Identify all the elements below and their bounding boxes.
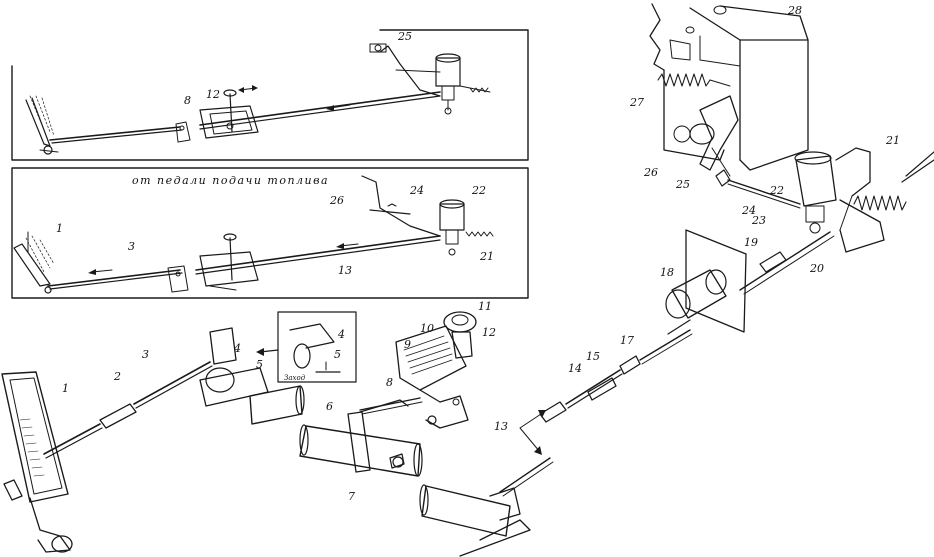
label-eng-28: 28 xyxy=(787,4,802,17)
control-lever-assembly xyxy=(359,311,477,429)
label-eng-25: 25 xyxy=(675,178,690,191)
accelerator-pedal xyxy=(1,371,73,553)
label-low-11: 11 xyxy=(478,300,492,313)
label-low-9: 9 xyxy=(404,338,411,351)
label-eng-26: 26 xyxy=(643,166,658,179)
label-top-25: 25 xyxy=(397,30,412,43)
label-low-6: 6 xyxy=(326,400,333,413)
label-eng-22: 22 xyxy=(769,184,784,197)
label-low-10: 10 xyxy=(420,322,434,335)
label-low-14: 14 xyxy=(568,362,582,375)
label-low-5: 5 xyxy=(256,358,263,371)
label-top-8: 8 xyxy=(184,94,191,107)
middle-inset-pump xyxy=(361,175,494,256)
label-mid-24: 24 xyxy=(409,184,424,197)
middle-inset-pedal xyxy=(13,231,55,294)
label-eng-21: 21 xyxy=(885,134,900,147)
label-eng-24: 24 xyxy=(741,204,756,217)
label-mid-26: 26 xyxy=(329,194,344,207)
label-mid-21: 21 xyxy=(479,250,494,263)
main-linkage: Заход 4 5 1 2 3 4 5 6 7 8 9 10 11 12 13 … xyxy=(1,229,747,557)
top-inset-lever-assembly xyxy=(175,85,259,143)
label-low-2: 2 xyxy=(113,370,121,383)
detail-inset: Заход 4 5 xyxy=(256,311,357,383)
label-eng-19: 19 xyxy=(744,236,758,249)
label-mid-13: 13 xyxy=(338,264,352,277)
top-inset-pedal xyxy=(25,95,59,155)
label-low-13: 13 xyxy=(494,420,508,433)
label-low-17: 17 xyxy=(620,334,634,347)
label-mid-3: 3 xyxy=(128,240,135,253)
label-det-5: 5 xyxy=(334,348,341,361)
label-low-1: 1 xyxy=(62,382,69,395)
top-inset: 8 12 25 xyxy=(11,29,529,161)
label-eng-18: 18 xyxy=(660,266,674,279)
label-eng-23: 23 xyxy=(751,214,766,227)
label-low-4: 4 xyxy=(233,342,241,355)
label-low-12: 12 xyxy=(482,326,496,339)
engine-assembly: 28 27 26 25 24 23 22 21 20 19 18 xyxy=(629,3,934,295)
middle-inset: от педали подачи топлива xyxy=(11,167,529,299)
top-inset-pump xyxy=(369,43,491,115)
label-mid-1: 1 xyxy=(56,222,63,235)
label-low-7: 7 xyxy=(348,490,355,503)
middle-inset-lever-assembly xyxy=(167,233,259,293)
label-eng-27: 27 xyxy=(629,96,644,109)
middle-inset-caption: от педали подачи топлива xyxy=(132,174,329,187)
label-eng-20: 20 xyxy=(809,262,824,275)
label-low-8: 8 xyxy=(386,376,393,389)
label-mid-22: 22 xyxy=(471,184,486,197)
label-low-3: 3 xyxy=(142,348,149,361)
label-top-12: 12 xyxy=(206,88,220,101)
label-det-4: 4 xyxy=(337,328,345,341)
detail-inset-caption: Заход xyxy=(284,374,306,382)
label-low-15: 15 xyxy=(586,350,600,363)
